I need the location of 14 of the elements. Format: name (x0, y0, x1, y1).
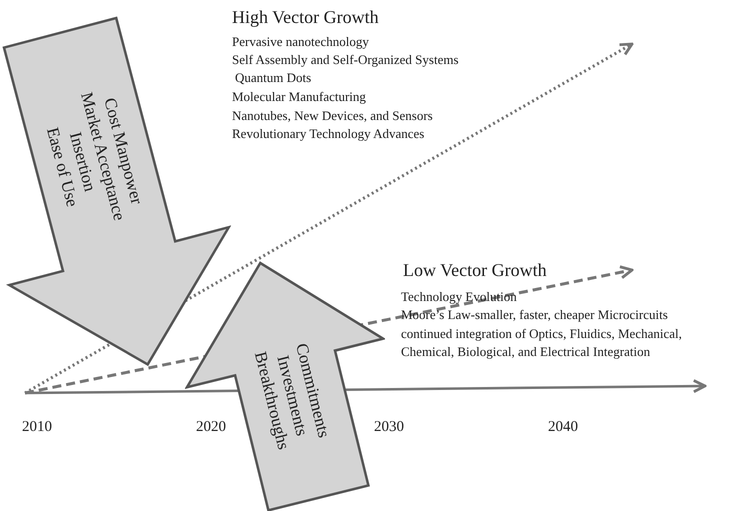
year-label: 2030 (374, 418, 404, 437)
heading: Low Vector Growth (403, 259, 547, 282)
year-label: 2040 (548, 418, 578, 437)
list-item: continued integration of Optics, Fluidics, Mechanical, Chemical, Biological, and Electrical Integration (401, 325, 683, 361)
list-item: Quantum Dots (235, 69, 312, 87)
list-item: Self Assembly and Self-Organized Systems (232, 51, 459, 69)
block-arrow (2, 16, 231, 367)
list-item: Revolutionary Technology Advances (232, 125, 424, 143)
year-label: 2020 (196, 418, 226, 437)
year-label: 2010 (22, 418, 52, 437)
heading: High Vector Growth (232, 6, 379, 29)
list-item: Molecular Manufacturing (232, 88, 366, 106)
list-item: Nanotubes, New Devices, and Sensors (232, 107, 433, 125)
list-item: Pervasive nanotechnology (232, 33, 369, 51)
